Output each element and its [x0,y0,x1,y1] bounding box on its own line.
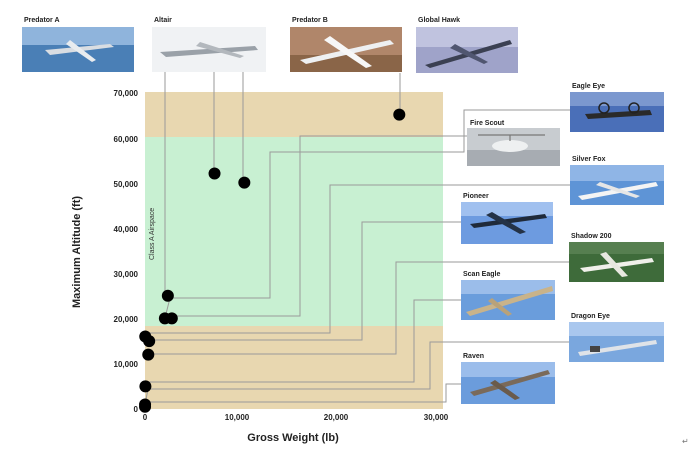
aircraft-wing [490,380,520,400]
y-tick-label: 10,000 [114,360,139,369]
pioneer-photo: Pioneer [461,193,553,244]
predator-b-label: Predator B [292,17,328,24]
aircraft-silhouette [470,370,550,396]
data-point-altair [208,167,221,180]
aircraft-silhouette [492,140,528,152]
class-a-band-label: Class A Airspace [149,208,156,260]
rotor-icon [598,102,610,114]
altair-label: Altair [154,17,172,24]
y-tick-label: 40,000 [114,225,139,234]
aircraft-wing [66,40,96,62]
raven-label: Raven [463,353,484,360]
scan-eagle-label: Scan Eagle [463,271,500,278]
terrain-highlight [569,242,664,254]
corner-return-mark: ↵ [682,437,689,446]
dragon-eye-label: Dragon Eye [571,313,610,320]
sky-highlight [461,280,555,294]
fire-scout-label: Fire Scout [470,120,505,127]
x-tick-label: 0 [143,413,148,422]
sky-highlight [461,202,553,216]
shadow-200-label: Shadow 200 [571,233,612,240]
aircraft-wing [196,42,244,58]
y-tick-label: 30,000 [114,270,139,279]
aircraft-wing [596,182,640,198]
eagle-eye-photo: Eagle Eye [570,83,664,132]
data-point-predator-a [161,289,174,302]
global-hawk-label: Global Hawk [418,17,460,24]
predator-b-photo: Predator B [290,17,402,72]
y-axis-title: Maximum Altitude (ft) [71,196,83,308]
data-point-pioneer [143,335,156,348]
predator-a-label: Predator A [24,17,60,24]
aircraft-wing [488,298,512,316]
y-tick-label: 70,000 [114,89,139,98]
silver-fox-label: Silver Fox [572,156,606,163]
silver-fox-photo: Silver Fox [570,156,664,205]
band-class-a [145,137,443,326]
y-tick-label: 60,000 [114,135,139,144]
scan-eagle-photo: Scan Eagle [461,271,555,320]
aircraft-silhouette [470,214,547,228]
band-lower [145,326,443,409]
aircraft-silhouette [466,286,553,316]
ground-shade [467,150,560,166]
x-tick-label: 30,000 [424,413,449,422]
sky-highlight [570,92,664,106]
sky-highlight [569,322,664,336]
sky-highlight [22,27,134,45]
pioneer-label: Pioneer [463,193,489,200]
rotor-icon [628,102,640,114]
fire-scout-photo: Fire Scout [467,120,560,166]
eagle-eye-label: Eagle Eye [572,83,605,90]
aircraft-silhouette [160,46,258,57]
aircraft-wing [450,44,488,64]
predator-a-photo: Predator A [22,17,134,72]
x-tick-label: 20,000 [324,413,349,422]
data-point-raven [139,400,152,413]
dragon-eye-photo: Dragon Eye [569,313,664,362]
sky-highlight [570,165,664,181]
global-hawk-photo: Global Hawk [416,17,518,73]
y-axis-ticks: 0 10,000 20,000 30,000 40,000 50,000 60,… [114,89,139,414]
sky-highlight [461,362,555,377]
leader-line-altair [213,72,215,175]
data-point-fire-scout [165,312,178,325]
data-point-global-hawk [393,108,406,121]
altair-photo: Altair [152,17,266,72]
data-points [139,108,406,413]
x-axis-ticks: 0 10,000 20,000 30,000 [143,413,449,422]
raven-photo: Raven [461,353,555,404]
aircraft-wing [324,36,372,68]
y-tick-label: 20,000 [114,315,139,324]
shadow-200-photo: Shadow 200 [569,233,664,282]
y-tick-label: 50,000 [114,180,139,189]
data-point-predator-b [238,176,251,189]
leader-line-dragon-eye [144,341,569,405]
aircraft-nose [590,346,600,352]
y-tick-label: 0 [134,405,139,414]
x-tick-label: 10,000 [225,413,250,422]
aircraft-wing [486,212,526,234]
aircraft-wing [600,252,628,277]
sky-highlight [416,27,518,47]
x-axis-title: Gross Weight (lb) [247,432,339,444]
data-point-shadow-200 [142,348,155,361]
data-point-scan-eagle [139,380,152,393]
